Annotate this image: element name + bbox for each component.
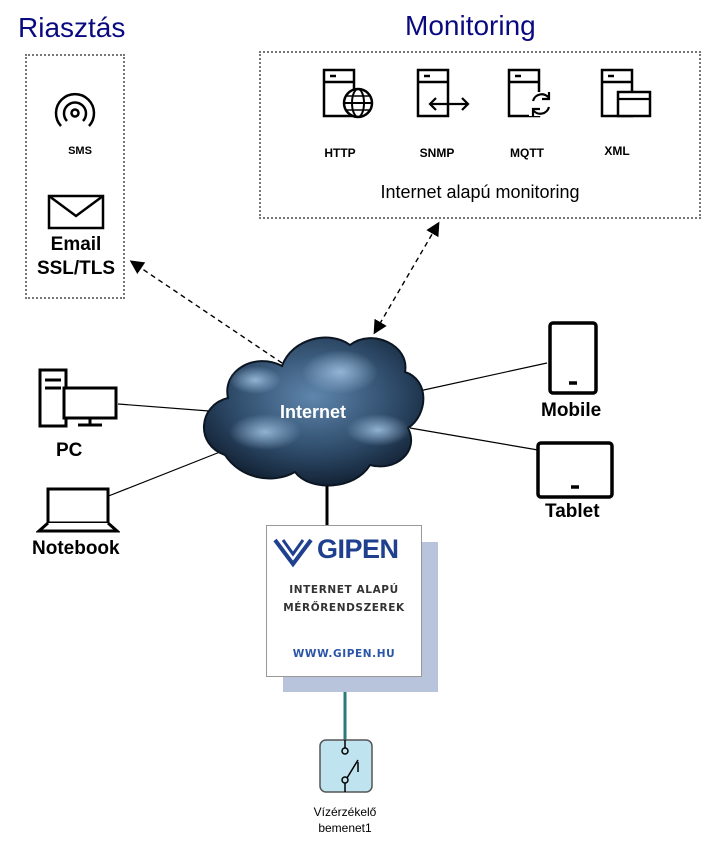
protocol-snmp-label: SNMP	[419, 146, 455, 160]
line-tablet	[409, 427, 539, 451]
sensor-input-label: bemenet1	[318, 821, 372, 835]
gipen-line2: MÉRŐRENDSZEREK	[283, 602, 405, 614]
line-notebook	[105, 451, 221, 498]
email-icon	[47, 194, 105, 230]
arrow-alarm	[129, 260, 283, 364]
monitoring-box	[259, 51, 701, 219]
tablet-icon	[536, 441, 614, 499]
mqtt-server-icon	[507, 68, 553, 118]
protocol-xml-label: XML	[604, 144, 630, 158]
email-ssl-label: SSL/TLS	[36, 258, 116, 279]
protocol-http-label: HTTP	[324, 146, 356, 160]
email-label: Email	[50, 234, 102, 255]
xml-server-icon	[600, 68, 652, 118]
monitoring-caption: Internet alapú monitoring	[380, 182, 580, 202]
alarm-title: Riasztás	[18, 12, 126, 43]
mobile-label: Mobile	[541, 400, 602, 421]
alarm-box	[25, 54, 125, 299]
internet-label: Internet	[279, 402, 346, 422]
pc-icon	[38, 368, 118, 428]
sms-label: SMS	[68, 145, 92, 157]
http-server-icon	[322, 68, 374, 119]
protocol-mqtt-label: MQTT	[510, 146, 544, 160]
snmp-server-icon	[416, 68, 470, 118]
gipen-card: GIPEN INTERNET ALAPÚ MÉRŐRENDSZEREK WWW.…	[266, 525, 422, 677]
sensor-label: Vízérzékelő	[313, 805, 377, 819]
line-pc	[117, 403, 223, 413]
monitoring-title: Monitoring	[405, 10, 536, 41]
notebook-icon	[36, 487, 120, 533]
tablet-label: Tablet	[545, 501, 600, 522]
pc-label: PC	[56, 440, 83, 461]
gipen-line1: INTERNET ALAPÚ	[289, 584, 399, 596]
notebook-label: Notebook	[32, 538, 120, 559]
gipen-brand: GIPEN	[317, 534, 399, 564]
internet-cloud	[202, 336, 425, 487]
mobile-icon	[548, 321, 598, 395]
sms-icon	[54, 92, 96, 127]
gipen-logo-mark	[273, 538, 313, 568]
gipen-url: WWW.GIPEN.HU	[292, 648, 396, 660]
line-mobile	[409, 362, 548, 394]
switch-icon	[319, 739, 373, 793]
arrow-monitoring	[373, 221, 440, 335]
